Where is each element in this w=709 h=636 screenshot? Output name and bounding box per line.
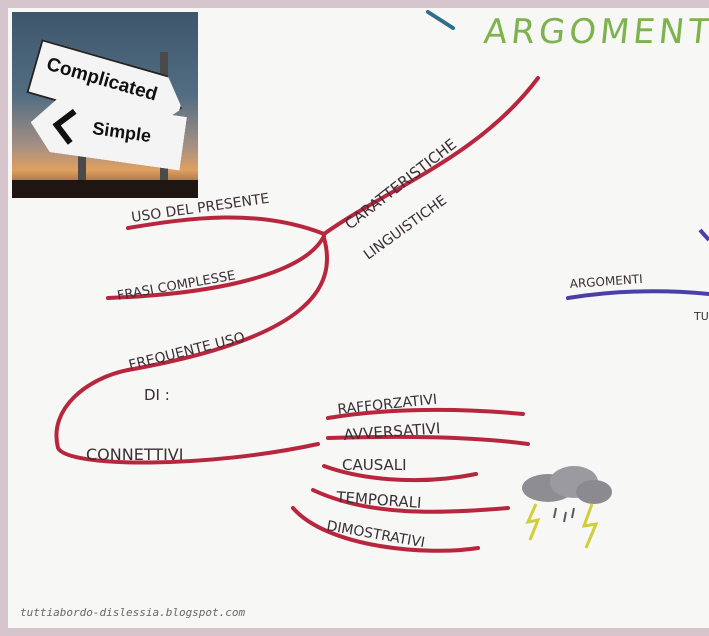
- branch-line-rafforzativi: [326, 407, 525, 420]
- label-rafforzativi: RAFFORZATIVI: [337, 392, 438, 418]
- label-causali: CAUSALI: [342, 456, 407, 474]
- branch-line-frequente: [126, 236, 329, 372]
- label-frequente-uso: FREQUENTE USO: [127, 330, 247, 374]
- branch-line-argomenti: [566, 289, 709, 300]
- label-temporali: TEMPORALI: [335, 488, 422, 512]
- mind-map-paper: ARGOMENTA USO DEL PRESENTE FRASI COMPLES…: [8, 8, 709, 628]
- branch-line-uso-presente: [126, 215, 326, 236]
- storm-cloud-icon: [522, 466, 612, 549]
- branch-line-causali: [322, 464, 478, 483]
- mind-map: USO DEL PRESENTE FRASI COMPLESSE FREQUEN…: [54, 10, 709, 553]
- branch-line-avversativi: [326, 434, 530, 446]
- simple-sign-text: Simple: [91, 118, 153, 147]
- ground: [12, 180, 198, 198]
- branch-line-temporali: [311, 488, 510, 514]
- branch-line-dimostrativi: [291, 506, 480, 553]
- chevron-left-icon: [50, 107, 79, 146]
- label-connettivi: CONNETTIVI: [86, 445, 183, 464]
- branch-line-top: [426, 10, 455, 30]
- label-di: DI :: [144, 386, 170, 404]
- label-frasi-complesse: FRASI COMPLESSE: [116, 268, 236, 304]
- watermark: tuttiabordo-dislessia.blogspot.com: [20, 606, 246, 619]
- label-right-partial: TU: [693, 310, 709, 323]
- simple-sign: Simple: [27, 96, 187, 171]
- branch-line-frasi: [106, 234, 326, 300]
- label-avversativi: AVVERSATIVI: [343, 419, 441, 444]
- branch-line-right: [698, 228, 709, 242]
- branch-line-connettivi: [54, 368, 320, 465]
- label-argomenti: ARGOMENTI: [569, 272, 643, 291]
- branch-line-caratteristiche: [322, 76, 540, 236]
- label-caratteristiche: CARATTERISTICHE: [341, 135, 460, 233]
- signpost-photo: Complicated Simple: [12, 12, 198, 198]
